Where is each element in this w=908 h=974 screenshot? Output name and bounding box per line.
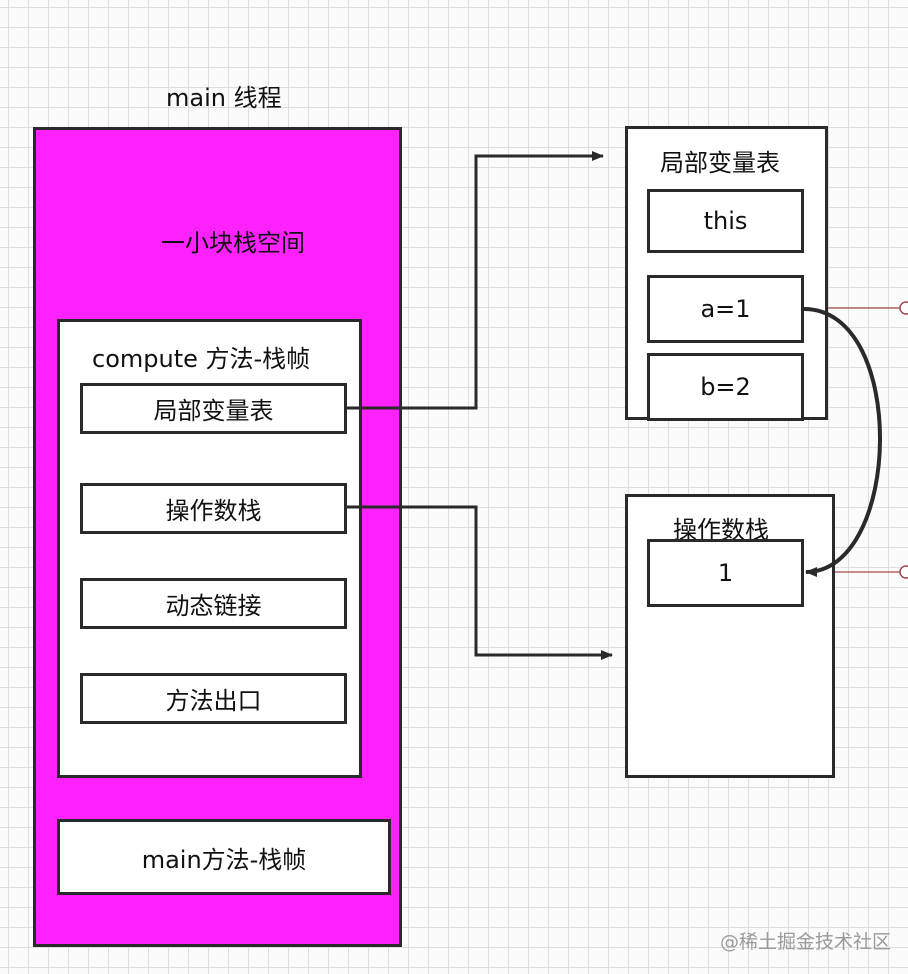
side-connector-top-dot	[899, 301, 908, 315]
main-method-frame: main方法-栈帧	[57, 819, 391, 895]
local-variable-table-title: 局部变量表	[660, 149, 780, 177]
stack-space-label: 一小块栈空间	[161, 229, 305, 257]
lvt-slot-b: b=2	[647, 353, 804, 421]
main-thread-title: main 线程	[166, 84, 282, 112]
frame-item-operand-stack: 操作数栈	[80, 483, 347, 534]
frame-item-dynamic-linking: 动态链接	[80, 578, 347, 629]
operand-stack-value: 1	[647, 539, 804, 607]
compute-frame-title: compute 方法-栈帧	[92, 345, 311, 373]
frame-item-local-variable-table: 局部变量表	[80, 383, 347, 434]
frame-item-method-exit: 方法出口	[80, 673, 347, 724]
arrow-to-local-variable-table	[347, 151, 604, 410]
arrow-to-operand-stack	[347, 505, 613, 660]
lvt-slot-a: a=1	[647, 275, 804, 343]
lvt-slot-this: this	[647, 189, 804, 253]
curve-a-to-operand-stack	[803, 307, 882, 577]
watermark: @稀土掘金技术社区	[720, 931, 892, 953]
side-connector-bottom-dot	[899, 565, 908, 579]
